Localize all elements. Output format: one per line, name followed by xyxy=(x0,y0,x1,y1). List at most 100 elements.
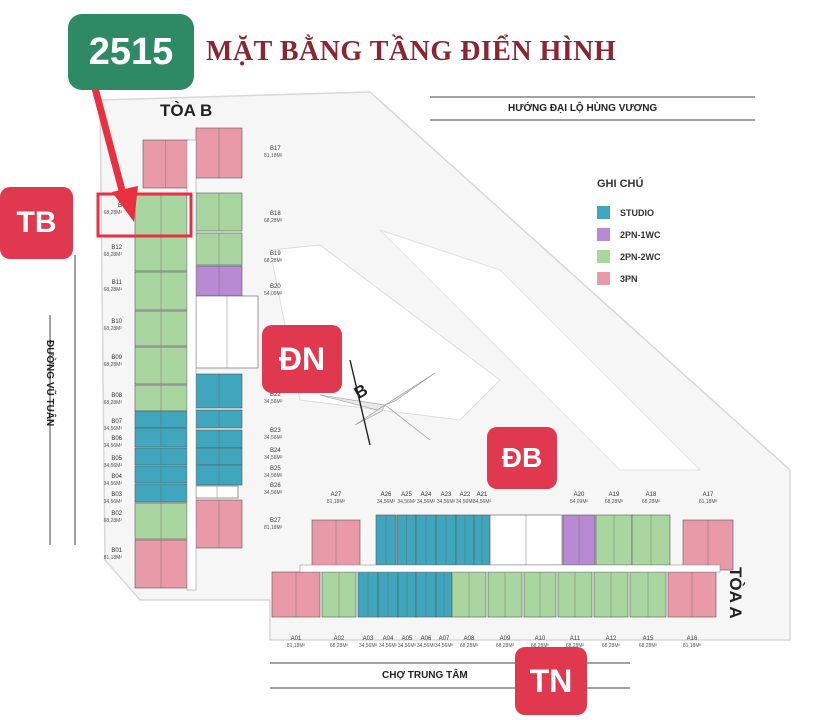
tower-a: A2781,18M²A2634,56M²A2534,56M²A2434,56M²… xyxy=(271,492,734,649)
unit-area-label: 81,18M² xyxy=(327,499,346,505)
legend-swatch-3pn xyxy=(597,272,610,285)
unit-area-label: 34,56M² xyxy=(435,643,454,649)
unit-area-label: 34,56M² xyxy=(398,643,417,649)
direction-badge-tb: TB xyxy=(0,187,73,259)
unit-area-label: 34,56M² xyxy=(379,643,398,649)
unit-area-label: 34,56M² xyxy=(104,426,123,432)
unit-code-label: A09 xyxy=(500,636,511,642)
legend-item-3pn: 3PN xyxy=(597,272,638,285)
direction-badge-tn: TN xyxy=(515,647,587,715)
unit-code-label: B20 xyxy=(270,284,281,290)
unit-area-label: 68,28M² xyxy=(264,258,283,264)
unit-code-label: B17 xyxy=(270,146,281,152)
inner-boundary-2 xyxy=(379,229,702,471)
unit-code-label: B19 xyxy=(270,251,281,257)
unit-code-label: B04 xyxy=(111,474,122,480)
unit-code-label: B06 xyxy=(111,436,122,442)
legend-swatch-2pn-1wc xyxy=(597,228,610,241)
unit-code-label: B25 xyxy=(270,466,281,472)
unit-area-label: 34,56M² xyxy=(264,490,283,496)
unit-area-label: 34,56M² xyxy=(104,443,123,449)
unit-code-label: B01 xyxy=(111,548,122,554)
unit-area-label: 34,56M² xyxy=(264,435,283,441)
unit-code-label: A22 xyxy=(460,492,471,498)
tower-b: B68,28M²B1268,28M²B1168,28M²B1068,28M²B0… xyxy=(104,127,283,591)
tower-a-label: TÒA A xyxy=(726,567,745,619)
unit-area-label: 68,28M² xyxy=(531,643,550,649)
unit-code-label: A25 xyxy=(401,492,412,498)
unit-area-label: 34,56M² xyxy=(377,499,396,505)
unit-number-badge: 2515 xyxy=(68,14,194,90)
unit-code-label: B23 xyxy=(270,428,281,434)
unit-area-label: 68,28M² xyxy=(104,400,123,406)
unit-area-label: 81,18M² xyxy=(264,153,283,159)
unit-area-label: 34,56M² xyxy=(104,481,123,487)
unit-area-label: 34,56M² xyxy=(473,499,492,505)
unit-area-label: 68,28M² xyxy=(104,362,123,368)
unit-area-label: 68,28M² xyxy=(330,643,349,649)
unit-area-label: 34,56M² xyxy=(264,399,283,405)
legend-item-studio: STUDIO xyxy=(597,206,654,219)
unit-area-label: 34,56M² xyxy=(104,463,123,469)
tower-b-label: TÒA B xyxy=(160,101,213,120)
unit-code-label: B03 xyxy=(111,492,122,498)
legend-label-2pn-1wc: 2PN-1WC xyxy=(620,229,661,240)
unit-area-label: 68,28M² xyxy=(104,252,123,258)
unit-area-label: 34,56M² xyxy=(397,499,416,505)
legend-title: GHI CHÚ xyxy=(597,178,644,190)
unit-code-label: A26 xyxy=(381,492,392,498)
unit-code-label: B xyxy=(118,203,122,209)
unit-code-label: B26 xyxy=(270,483,281,489)
highlighted-unit-box xyxy=(96,192,193,238)
unit-code-label: A01 xyxy=(291,636,302,642)
unit-code-label: A27 xyxy=(331,492,342,498)
unit-area-label: 68,28M² xyxy=(566,643,585,649)
unit-code-label: B18 xyxy=(270,211,281,217)
unit-code-label: A18 xyxy=(646,492,657,498)
unit-area-label: 68,28M² xyxy=(104,287,123,293)
unit-code-label: A23 xyxy=(441,492,452,498)
unit-code-label: B05 xyxy=(111,456,122,462)
unit-area-label: 68,28M² xyxy=(104,210,123,216)
unit-area-label: 68,28M² xyxy=(602,643,621,649)
legend-label-studio: STUDIO xyxy=(620,207,655,218)
legend-label-3pn: 3PN xyxy=(620,273,638,284)
unit-area-label: 54,09M² xyxy=(570,499,589,505)
unit-area-label: 68,28M² xyxy=(496,643,515,649)
corridor-b xyxy=(186,139,197,591)
unit-code-label: A24 xyxy=(421,492,432,498)
unit-code-label: B09 xyxy=(111,355,122,361)
unit-code-label: A04 xyxy=(383,636,394,642)
legend: GHI CHÚ STUDIO 2PN-1WC 2PN-2WC 3PN xyxy=(597,178,717,298)
unit-code-label: A19 xyxy=(609,492,620,498)
unit-code-label: A11 xyxy=(570,636,581,642)
compass-icon xyxy=(319,359,436,446)
unit-code-label: A20 xyxy=(574,492,585,498)
unit-area-label: 68,28M² xyxy=(639,643,658,649)
unit-code-label: B11 xyxy=(112,280,123,286)
unit-area-label: 68,28M² xyxy=(264,218,283,224)
unit-area-label: 81,18M² xyxy=(264,525,283,531)
unit-code-label: A21 xyxy=(477,492,488,498)
corridor-a xyxy=(299,564,721,573)
unit-area-label: 81,18M² xyxy=(683,643,702,649)
direction-badge-db: ĐB xyxy=(487,427,557,489)
unit-code-label: A03 xyxy=(363,636,374,642)
legend-item-2pn-1wc: 2PN-1WC xyxy=(597,228,661,241)
unit-area-label: 34,56M² xyxy=(417,643,436,649)
unit-code-label: A07 xyxy=(439,636,450,642)
road-bottom-label: CHỢ TRUNG TÂM xyxy=(382,670,468,681)
unit-area-label: 34,56M² xyxy=(264,473,283,479)
unit-area-label: 81,18M² xyxy=(104,555,123,561)
unit-area-label: 81,18M² xyxy=(699,499,718,505)
unit-area-label: 54,09M² xyxy=(264,291,283,297)
unit-area-label: 34,56M² xyxy=(264,455,283,461)
unit-code-label: A10 xyxy=(535,636,546,642)
legend-label-2pn-2wc: 2PN-2WC xyxy=(620,251,661,262)
unit-area-label: 34,56M² xyxy=(456,499,475,505)
page-title: MẶT BẰNG TẦNG ĐIỂN HÌNH xyxy=(206,36,617,67)
unit-area-label: 34,56M² xyxy=(417,499,436,505)
unit-code-label: A05 xyxy=(402,636,413,642)
legend-item-2pn-2wc: 2PN-2WC xyxy=(597,250,661,263)
